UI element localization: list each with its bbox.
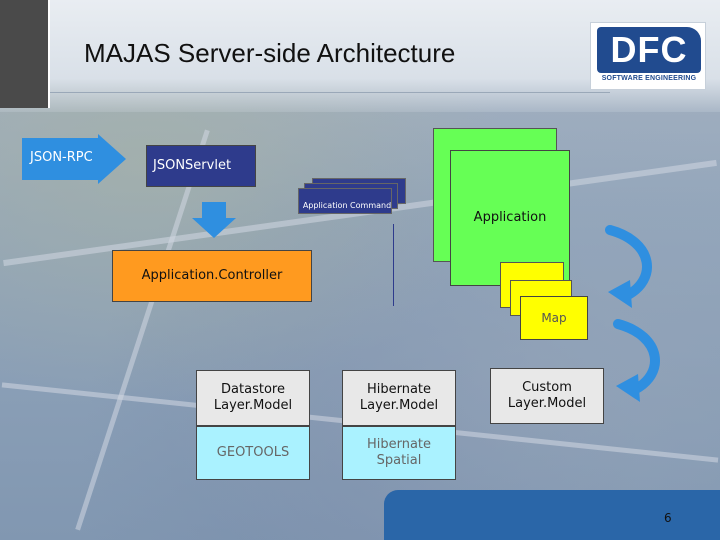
header-divider bbox=[50, 92, 610, 93]
geotools-box: GEOTOOLS bbox=[196, 426, 310, 480]
json-rpc-label: JSON-RPC bbox=[30, 150, 93, 165]
application-controller-box: Application.Controller bbox=[112, 250, 312, 302]
datastore-layer-model-box: Datastore Layer.Model bbox=[196, 370, 310, 426]
curved-arrow-icon bbox=[605, 225, 652, 308]
dfc-logo: DFC SOFTWARE ENGINEERING bbox=[590, 22, 706, 90]
custom-layer-model-box: Custom Layer.Model bbox=[490, 368, 604, 424]
hibernate-spatial-box: Hibernate Spatial bbox=[342, 426, 456, 480]
connector-line bbox=[393, 224, 394, 306]
page-number: 6 bbox=[664, 511, 672, 525]
down-arrow-icon bbox=[192, 202, 236, 238]
hibernate-layer-model-box: Hibernate Layer.Model bbox=[342, 370, 456, 426]
application-command-card bbox=[298, 188, 392, 214]
slide-title: MAJAS Server-side Architecture bbox=[84, 38, 456, 68]
json-servlet-box: JSONServlet bbox=[146, 145, 256, 187]
json-rpc-arrow-icon bbox=[22, 134, 126, 184]
logo-tagline: SOFTWARE ENGINEERING bbox=[601, 75, 697, 82]
map-box: Map bbox=[520, 296, 588, 340]
corner-block bbox=[0, 0, 50, 108]
logo-wordmark: DFC bbox=[597, 27, 701, 73]
application-command-stack bbox=[296, 178, 416, 218]
footer-block bbox=[384, 490, 720, 540]
curved-arrow-icon bbox=[613, 319, 660, 402]
application-command-label: Application Command bbox=[302, 201, 392, 210]
